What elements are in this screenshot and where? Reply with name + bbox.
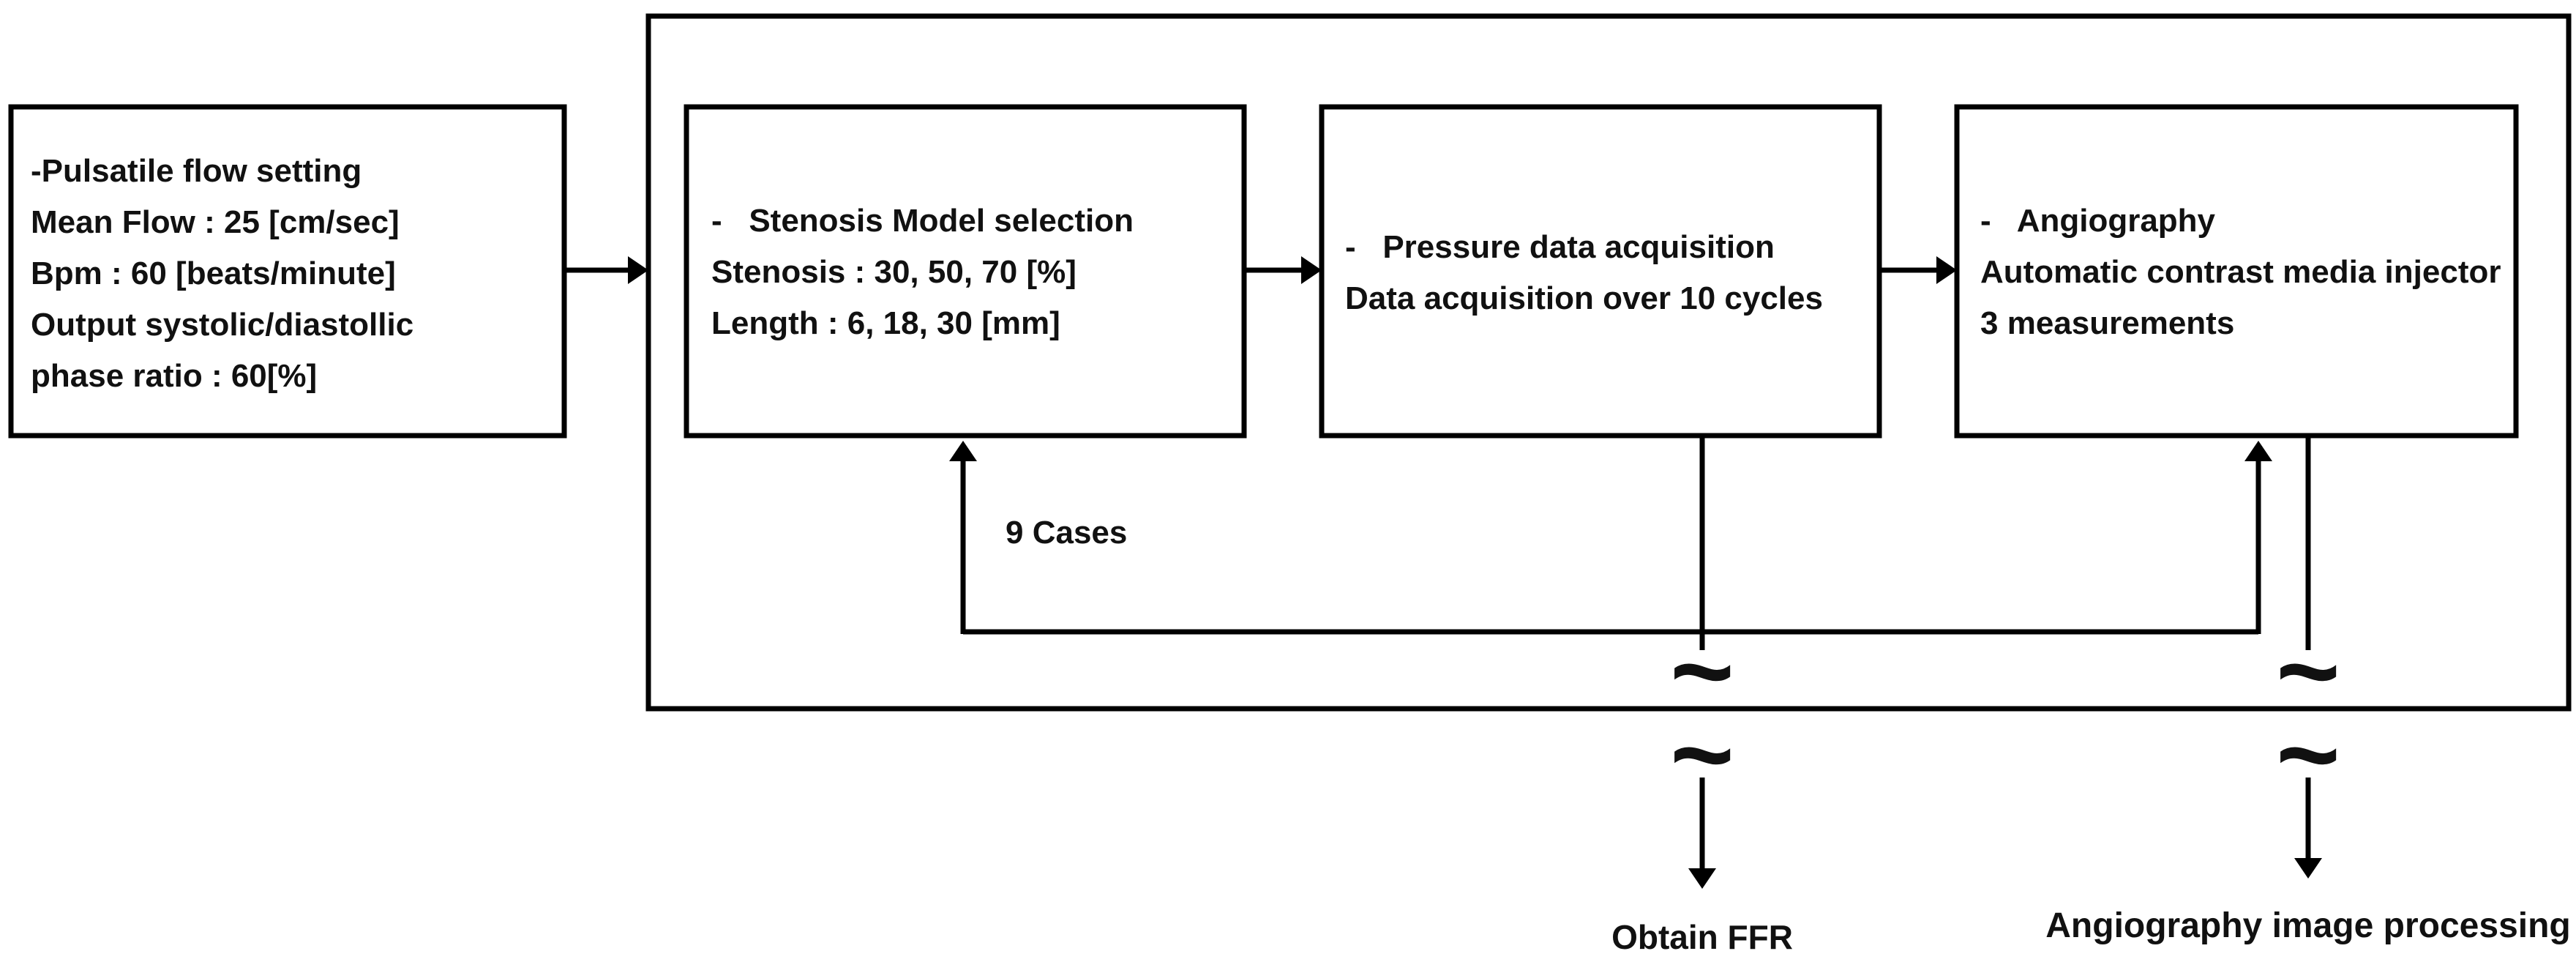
stenosis-text: - Stenosis Model selection Stenosis : 30… xyxy=(711,203,1134,341)
angiography-text: - Angiography Automatic contrast media i… xyxy=(1980,203,2501,341)
break-symbol-processing-bottom: ~ xyxy=(2276,693,2340,816)
experiment-container xyxy=(645,13,2572,712)
angiography-line-3: 3 measurements xyxy=(1980,305,2234,341)
pressure-line-2: Data acquisition over 10 cycles xyxy=(1345,280,1823,316)
feedback-loop xyxy=(949,441,2272,635)
arrow-angiography-to-processing xyxy=(2294,438,2322,879)
image-processing-label: Angiography image processing xyxy=(2045,906,2570,945)
arrow-pressure-to-ffr xyxy=(1688,438,1716,889)
angiography-line-1: - Angiography xyxy=(1980,203,2216,239)
pulsatile-line-2: Mean Flow : 25 [cm/sec] xyxy=(31,204,400,240)
obtain-ffr-label: Obtain FFR xyxy=(1611,918,1793,956)
arrow-pressure-to-angiography xyxy=(1882,256,1957,284)
cases-label: 9 Cases xyxy=(1006,515,1127,551)
pressure-acquisition-box xyxy=(1319,104,1882,439)
arrow-pulsatile-to-stenosis xyxy=(566,256,648,284)
stenosis-model-box xyxy=(684,104,1247,439)
pulsatile-flow-text: -Pulsatile flow setting Mean Flow : 25 [… xyxy=(31,153,413,394)
break-symbol-ffr-top: ~ xyxy=(1670,609,1734,732)
break-symbol-ffr-bottom: ~ xyxy=(1670,693,1734,816)
pressure-line-1: - Pressure data acquisition xyxy=(1345,229,1775,265)
pulsatile-line-4: Output systolic/diastollic xyxy=(31,307,413,343)
pulsatile-line-5: phase ratio : 60[%] xyxy=(31,358,317,394)
angiography-box xyxy=(1954,104,2519,439)
arrow-stenosis-to-pressure xyxy=(1246,256,1322,284)
pulsatile-flow-box xyxy=(8,104,567,439)
pressure-text: - Pressure data acquisition Data acquisi… xyxy=(1345,229,1823,316)
stenosis-line-2: Stenosis : 30, 50, 70 [%] xyxy=(711,254,1077,290)
pulsatile-line-1: -Pulsatile flow setting xyxy=(31,153,362,189)
stenosis-line-3: Length : 6, 18, 30 [mm] xyxy=(711,305,1060,341)
break-symbol-processing-top: ~ xyxy=(2276,609,2340,732)
pulsatile-line-3: Bpm : 60 [beats/minute] xyxy=(31,256,396,291)
stenosis-line-1: - Stenosis Model selection xyxy=(711,203,1134,239)
angiography-line-2: Automatic contrast media injector xyxy=(1980,254,2501,290)
